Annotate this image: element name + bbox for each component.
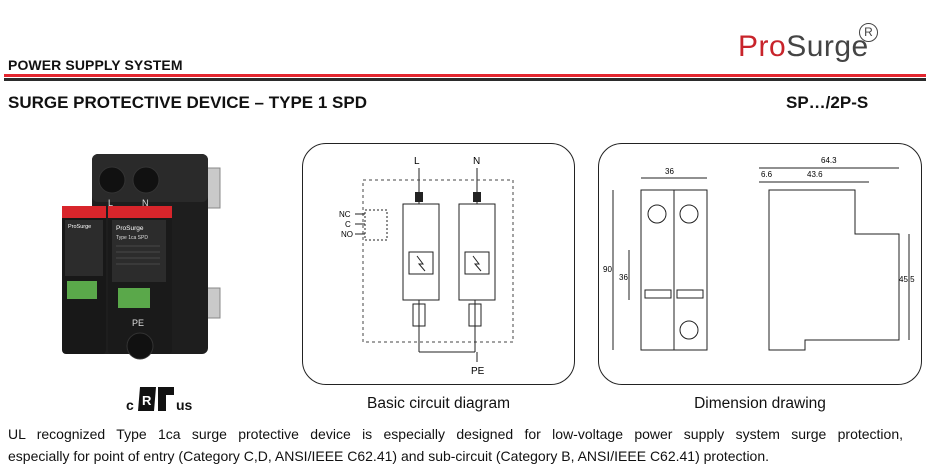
- model-number: SP…/2P-S: [786, 93, 869, 112]
- svg-text:c: c: [126, 397, 134, 413]
- dimension-drawing: 36 90 36 64.3 6.6 43.6 45.5: [603, 156, 915, 351]
- svg-text:64.3: 64.3: [821, 156, 837, 165]
- page-title: SURGE PROTECTIVE DEVICE – TYPE 1 SPD: [8, 93, 367, 112]
- svg-text:L: L: [414, 156, 420, 167]
- circuit-diagram: L N NC C NO PE: [339, 156, 514, 377]
- svg-text:43.6: 43.6: [807, 170, 823, 179]
- description-line-2: especially for point of entry (Category …: [8, 448, 770, 464]
- svg-text:NO: NO: [341, 230, 353, 239]
- header-dark-rule: [4, 78, 926, 81]
- header-red-rule: [4, 74, 926, 77]
- svg-text:ProSurge: ProSurge: [68, 224, 91, 230]
- section-label: POWER SUPPLY SYSTEM: [8, 57, 183, 73]
- registered-mark: R: [859, 23, 878, 42]
- svg-text:45.5: 45.5: [899, 275, 915, 284]
- svg-text:N: N: [473, 156, 480, 167]
- photo-label-n: N: [142, 198, 149, 208]
- svg-text:36: 36: [619, 273, 628, 282]
- product-photo: L N ProSurge ProSurge Type 1ca SPD PE: [62, 154, 221, 360]
- prosurge-logo: ProSurge R: [738, 20, 888, 70]
- svg-text:R: R: [142, 393, 152, 408]
- svg-text:PE: PE: [471, 366, 485, 377]
- svg-text:C: C: [345, 220, 351, 229]
- photo-label-l: L: [108, 198, 113, 208]
- svg-text:us: us: [176, 397, 193, 413]
- svg-text:36: 36: [665, 167, 674, 176]
- svg-text:6.6: 6.6: [761, 170, 773, 179]
- circuit-diagram-panel: L N NC C NO PE: [302, 143, 575, 385]
- photo-label-pe: PE: [132, 318, 144, 328]
- svg-text:NC: NC: [339, 210, 351, 219]
- dimension-caption: Dimension drawing: [694, 395, 826, 412]
- svg-text:Type 1ca SPD: Type 1ca SPD: [116, 235, 148, 241]
- dimension-drawing-panel: 36 90 36 64.3 6.6 43.6 45.5: [598, 143, 922, 385]
- svg-text:ProSurge: ProSurge: [116, 225, 144, 232]
- logo-wordmark: ProSurge: [738, 30, 869, 63]
- description-line-1: UL recognized Type 1ca surge protective …: [8, 426, 903, 442]
- ul-recognized-icon: c R us: [126, 387, 193, 413]
- circuit-caption: Basic circuit diagram: [367, 395, 510, 412]
- svg-text:90: 90: [603, 265, 612, 274]
